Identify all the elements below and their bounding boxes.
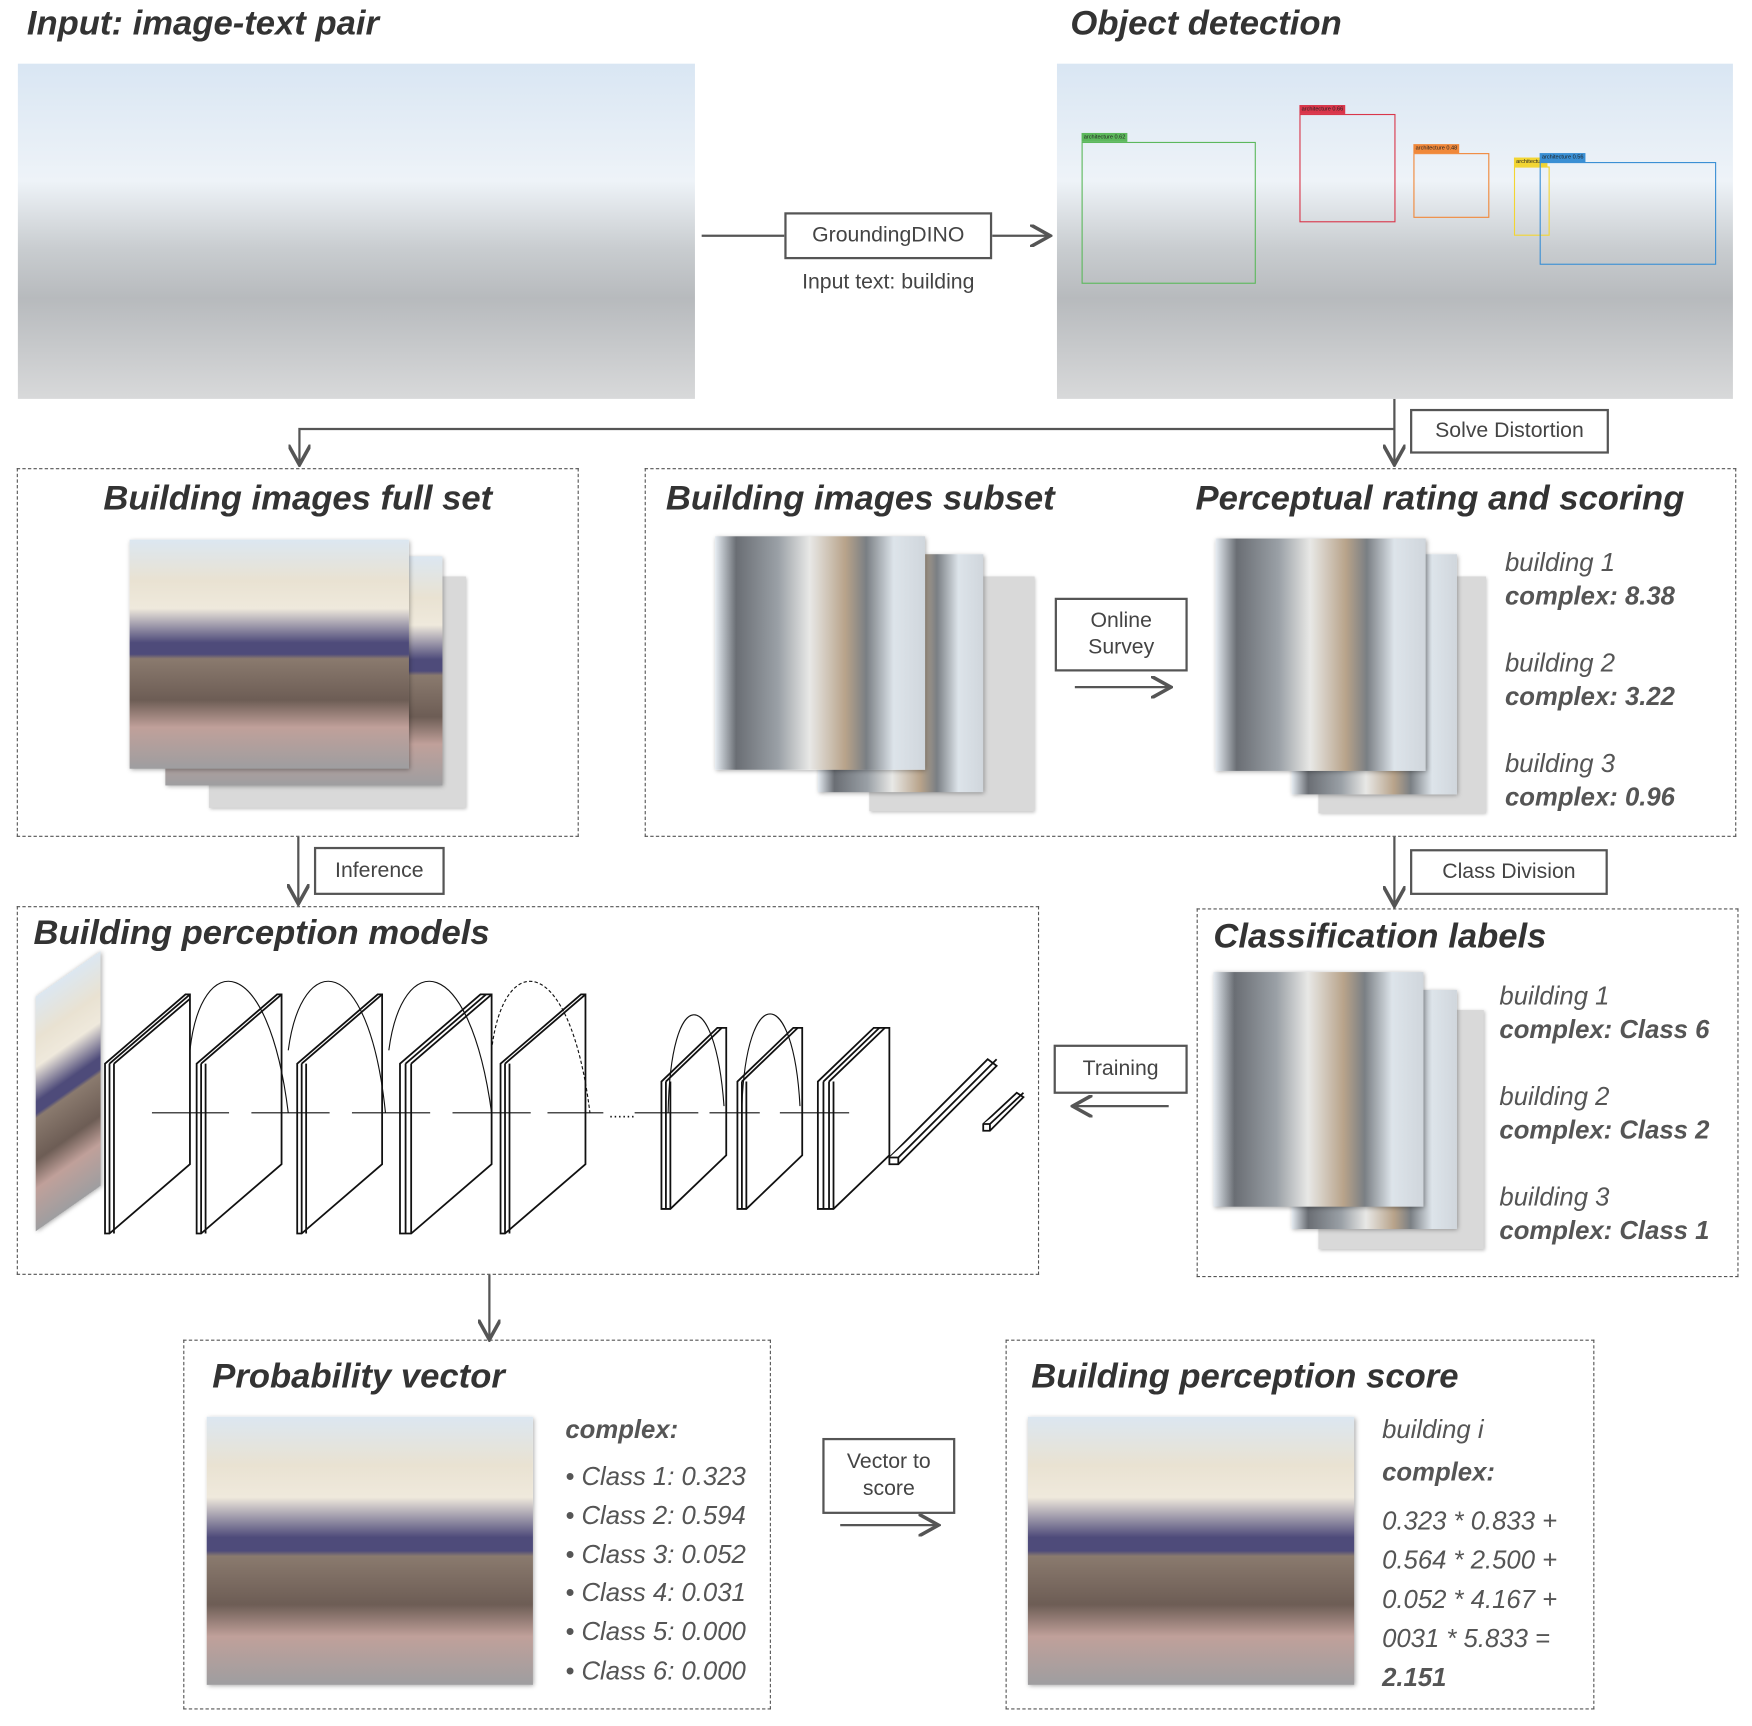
detection-box: architecture 0.66	[1299, 105, 1396, 223]
prob-header: complex:	[565, 1414, 679, 1444]
probability-title: Probability vector	[212, 1356, 505, 1396]
full-set-panel	[16, 468, 579, 837]
rating-name: building 3	[1505, 748, 1616, 778]
detection-title: Object detection	[1070, 3, 1342, 43]
subset-title: Building images subset	[665, 478, 1055, 518]
prob-item: • Class 1: 0.323	[565, 1461, 746, 1491]
score-title: Building perception score	[1031, 1356, 1459, 1396]
output-layer	[982, 1091, 1025, 1132]
prob-item: • Class 3: 0.052	[565, 1539, 746, 1569]
input-title: Input: image-text pair	[26, 3, 379, 43]
conv-layer	[816, 1027, 891, 1210]
rating-value: complex: 3.22	[1505, 681, 1675, 711]
building-image	[1027, 1416, 1355, 1685]
prob-item: • Class 2: 0.594	[565, 1500, 746, 1530]
formula-line: 0.323 * 0.833 +	[1382, 1506, 1558, 1536]
probability-panel	[183, 1339, 771, 1710]
rating-name: building 1	[1505, 547, 1616, 577]
label-value: complex: Class 6	[1499, 1014, 1710, 1044]
prob-item: • Class 4: 0.031	[565, 1578, 746, 1608]
training-step: Training	[1053, 1044, 1188, 1094]
subset-rating-panel	[644, 468, 1737, 837]
detection-box: architecture	[1513, 157, 1550, 236]
detection-box: architecture 0.56	[1539, 153, 1717, 265]
conv-layer	[104, 993, 191, 1235]
conv-layer	[499, 993, 587, 1235]
detection-box: architecture 0.62	[1081, 132, 1256, 284]
labels-panel	[1196, 908, 1739, 1278]
building-image	[1213, 972, 1424, 1207]
label-value: complex: Class 1	[1499, 1215, 1710, 1245]
groundingdino-step: GroundingDINO	[784, 212, 993, 260]
panorama-detection-image: architecture 0.62 architecture 0.66 arch…	[1056, 63, 1733, 399]
score-result: 2.151	[1382, 1662, 1447, 1692]
detection-box: architecture 0.48	[1413, 144, 1490, 218]
labels-title: Classification labels	[1213, 916, 1547, 956]
conv-layer	[660, 1027, 728, 1210]
class-division-step: Class Division	[1410, 849, 1608, 895]
ellipsis-label: ......	[609, 1104, 635, 1121]
rating-value: complex: 8.38	[1505, 580, 1675, 611]
online-survey-step: Online Survey	[1054, 597, 1188, 672]
score-header: complex:	[1382, 1456, 1495, 1487]
full-set-title: Building images full set	[103, 478, 493, 518]
solve-distortion-step: Solve Distortion	[1410, 408, 1609, 454]
label-name: building 1	[1499, 980, 1610, 1011]
building-image	[129, 539, 409, 769]
rating-value: complex: 0.96	[1505, 782, 1675, 812]
models-panel	[16, 906, 1040, 1275]
vector-to-score-step: Vector to score	[822, 1437, 956, 1514]
building-image	[206, 1416, 533, 1685]
label-value: complex: Class 2	[1499, 1115, 1710, 1145]
fc-layer	[888, 1058, 998, 1166]
label-name: building 3	[1499, 1182, 1610, 1212]
building-image	[1215, 538, 1426, 771]
building-image	[715, 536, 926, 770]
probability-list: • Class 1: 0.323 • Class 2: 0.594 • Clas…	[565, 1457, 745, 1690]
conv-layer	[296, 993, 384, 1235]
input-text-caption: Input text: building	[802, 270, 975, 294]
conv-layer	[399, 993, 493, 1235]
formula-line: 0031 * 5.833 =	[1382, 1623, 1551, 1653]
rating-name: building 2	[1505, 648, 1616, 678]
panorama-input-image	[17, 63, 695, 399]
formula-line: 0.052 * 4.167 +	[1382, 1584, 1558, 1614]
prob-item: • Class 6: 0.000	[565, 1655, 746, 1685]
formula-line: 0.564 * 2.500 +	[1382, 1545, 1558, 1575]
score-panel	[1005, 1339, 1595, 1710]
conv-layer	[195, 993, 283, 1235]
models-title: Building perception models	[33, 912, 490, 952]
label-name: building 2	[1499, 1081, 1610, 1111]
score-formula: 0.323 * 0.833 + 0.564 * 2.500 + 0.052 * …	[1382, 1502, 1557, 1698]
rating-title: Perceptual rating and scoring	[1195, 478, 1685, 518]
inference-step: Inference	[313, 846, 445, 895]
score-building-name: building i	[1382, 1414, 1484, 1444]
prob-item: • Class 5: 0.000	[565, 1616, 746, 1646]
